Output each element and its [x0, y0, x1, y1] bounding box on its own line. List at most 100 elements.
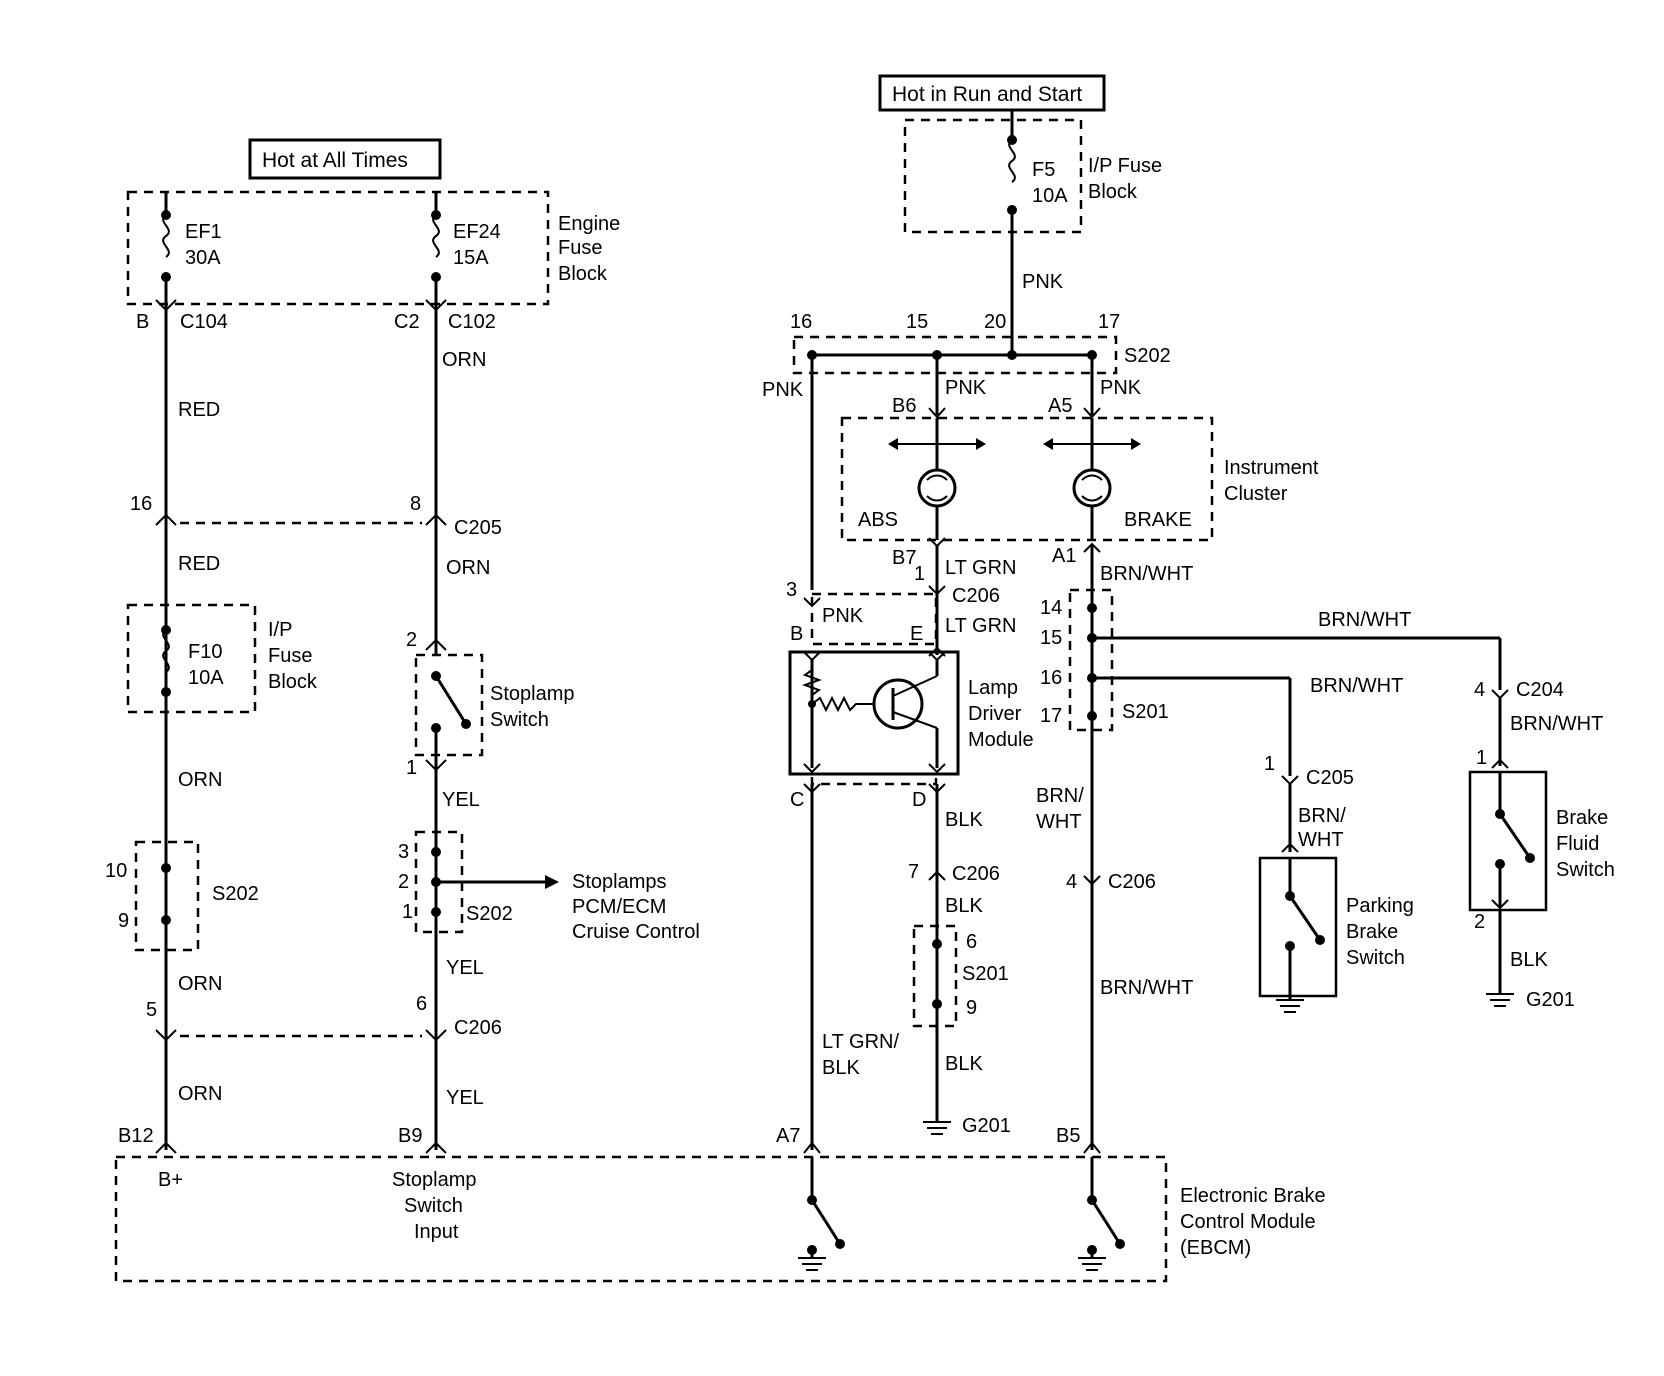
- ip-fuse-label-2: Fuse: [268, 645, 312, 667]
- fuse-ef24-icon: [432, 214, 440, 258]
- ip-fuse-label-3: Block: [268, 671, 318, 693]
- pin-label: 16: [130, 493, 152, 515]
- connector-c102-label: C102: [448, 311, 496, 333]
- pin-label: 8: [410, 493, 421, 515]
- switch-contact-icon: [1498, 813, 1532, 859]
- wire-color-label: YEL: [446, 1087, 484, 1109]
- pin-label: A7: [776, 1125, 800, 1147]
- ebcm-bplus-label: B+: [158, 1169, 183, 1191]
- ground-label: G201: [962, 1115, 1011, 1137]
- wire-color-label: BRN/: [1036, 785, 1084, 807]
- pin-label: 16: [790, 311, 812, 333]
- pin-label: C2: [394, 311, 420, 333]
- splice-s202-left: [134, 840, 200, 952]
- wire-color-label: PNK: [822, 605, 864, 627]
- lamp-driver-module-label-2: Driver: [968, 703, 1022, 725]
- splice-label: S201: [962, 963, 1009, 985]
- wire-color-label: LT GRN: [945, 557, 1017, 579]
- pin-label: 4: [1066, 871, 1077, 893]
- splice-label: S202: [212, 883, 259, 905]
- wire-color-label: PNK: [1022, 271, 1064, 293]
- splice-s201: [1068, 588, 1114, 732]
- wire-color-label: BLK: [945, 895, 983, 917]
- pin-label: 14: [1040, 597, 1062, 619]
- instrument-cluster-label-1: Instrument: [1224, 457, 1319, 479]
- wire-color-label: BRN/WHT: [1100, 977, 1193, 999]
- pin-label: B7: [892, 547, 916, 569]
- pin-label: B6: [892, 395, 916, 417]
- splice-label: S202: [1124, 345, 1171, 367]
- lamp-driver-module: Lamp Driver Module: [788, 646, 1034, 776]
- pin-label: 3: [398, 841, 409, 863]
- stoplamps-output-label-1: Stoplamps: [572, 871, 667, 893]
- ip-fuse-label-1: I/P: [268, 619, 292, 641]
- pin-label: 15: [906, 311, 928, 333]
- pin-label: A1: [1052, 545, 1076, 567]
- pin-label: 2: [398, 871, 409, 893]
- wire-color-label: BRN/WHT: [1318, 609, 1411, 631]
- wire-stoplamp-orn-yel: C2 C102 ORN 8 C205 ORN 2 1 Stoplamp Swit…: [394, 299, 700, 1154]
- wire-color-label: ORN: [442, 349, 486, 371]
- wire-color-label: LT GRN/: [822, 1031, 899, 1053]
- connector-c206-label: C206: [952, 863, 1000, 885]
- pin-label: 16: [1040, 667, 1062, 689]
- pin-label: B12: [118, 1125, 154, 1147]
- ebcm-input-label-3: Input: [414, 1221, 459, 1243]
- wire-color-label: ORN: [178, 1083, 222, 1105]
- fuse-f5-rating: 10A: [1032, 185, 1068, 207]
- pin-label: E: [910, 623, 923, 645]
- ip-fuse-block-f10: [126, 603, 257, 714]
- wire-color-label: PNK: [1100, 377, 1142, 399]
- resistor-icon: [802, 669, 822, 696]
- pin-label: 7: [908, 861, 919, 883]
- pin-label: 6: [966, 931, 977, 953]
- fuse-ef1-label: EF1: [185, 221, 222, 243]
- fuse-f10-icon: [162, 629, 170, 673]
- fuse-f10-rating: 10A: [188, 667, 224, 689]
- power-source-label: Hot at All Times: [262, 149, 408, 172]
- connector-c104-label: C104: [180, 311, 228, 333]
- wire-color-label: BRN/WHT: [1510, 713, 1603, 735]
- fuse-ef1-rating: 30A: [185, 247, 221, 269]
- connector-c204-label: C204: [1516, 679, 1564, 701]
- instrument-cluster-label-2: Cluster: [1224, 483, 1288, 505]
- ebcm-module: B+ Stoplamp Switch Input Electronic Brak…: [114, 1155, 1326, 1283]
- wire-left-red-orn: B C104 RED 16 RED F10 10A I/P Fuse Block…: [105, 299, 318, 1154]
- ebcm-input-label-2: Switch: [404, 1195, 463, 1217]
- wire-color-label: ORN: [446, 557, 490, 579]
- ground-g201-icon: [923, 1121, 951, 1135]
- wire-color-label: BLK: [945, 1053, 983, 1075]
- connector-c205-label: C205: [1306, 767, 1354, 789]
- connector-c206-label: C206: [454, 1017, 502, 1039]
- wire-color-label: BLK: [822, 1057, 860, 1079]
- splice-s201-bottom: [912, 924, 958, 1028]
- ebcm-switch-b5-icon: [1090, 1199, 1122, 1245]
- engine-fuse-block-label-2: Fuse: [558, 237, 602, 259]
- pin-label: 10: [105, 860, 127, 882]
- pin-label: B5: [1056, 1125, 1080, 1147]
- connector-c205-label: C205: [454, 517, 502, 539]
- transistor-icon: [872, 678, 924, 730]
- wire-color-label: RED: [178, 553, 220, 575]
- wire-color-label: LT GRN: [945, 615, 1017, 637]
- pin-label: 6: [416, 993, 427, 1015]
- wire-color-label: BRN/WHT: [1100, 563, 1193, 585]
- wire-color-label: BLK: [1510, 949, 1548, 971]
- stoplamps-output-label-2: PCM/ECM: [572, 896, 666, 918]
- pin-label: 9: [118, 910, 129, 932]
- pin-label: 1: [1264, 753, 1275, 775]
- ip-fuse-block-label-1: I/P Fuse: [1088, 155, 1162, 177]
- instrument-cluster: ABS BRAKE Instrument Cluster: [840, 416, 1319, 542]
- engine-fuse-block: EF1 30A EF24 15A Engine Fuse Block: [126, 190, 620, 306]
- brake-fluid-switch-label-2: Fluid: [1556, 833, 1599, 855]
- lamp-driver-module-label-1: Lamp: [968, 677, 1018, 699]
- wire-color-label: WHT: [1036, 811, 1082, 833]
- stoplamp-switch: [414, 653, 484, 757]
- pin-label: 15: [1040, 627, 1062, 649]
- engine-fuse-block-label-1: Engine: [558, 213, 620, 235]
- pin-label: B9: [398, 1125, 422, 1147]
- wire-color-label: BLK: [945, 809, 983, 831]
- ip-fuse-block-f5: F5 10A I/P Fuse Block: [903, 110, 1162, 234]
- splice-label: S201: [1122, 701, 1169, 723]
